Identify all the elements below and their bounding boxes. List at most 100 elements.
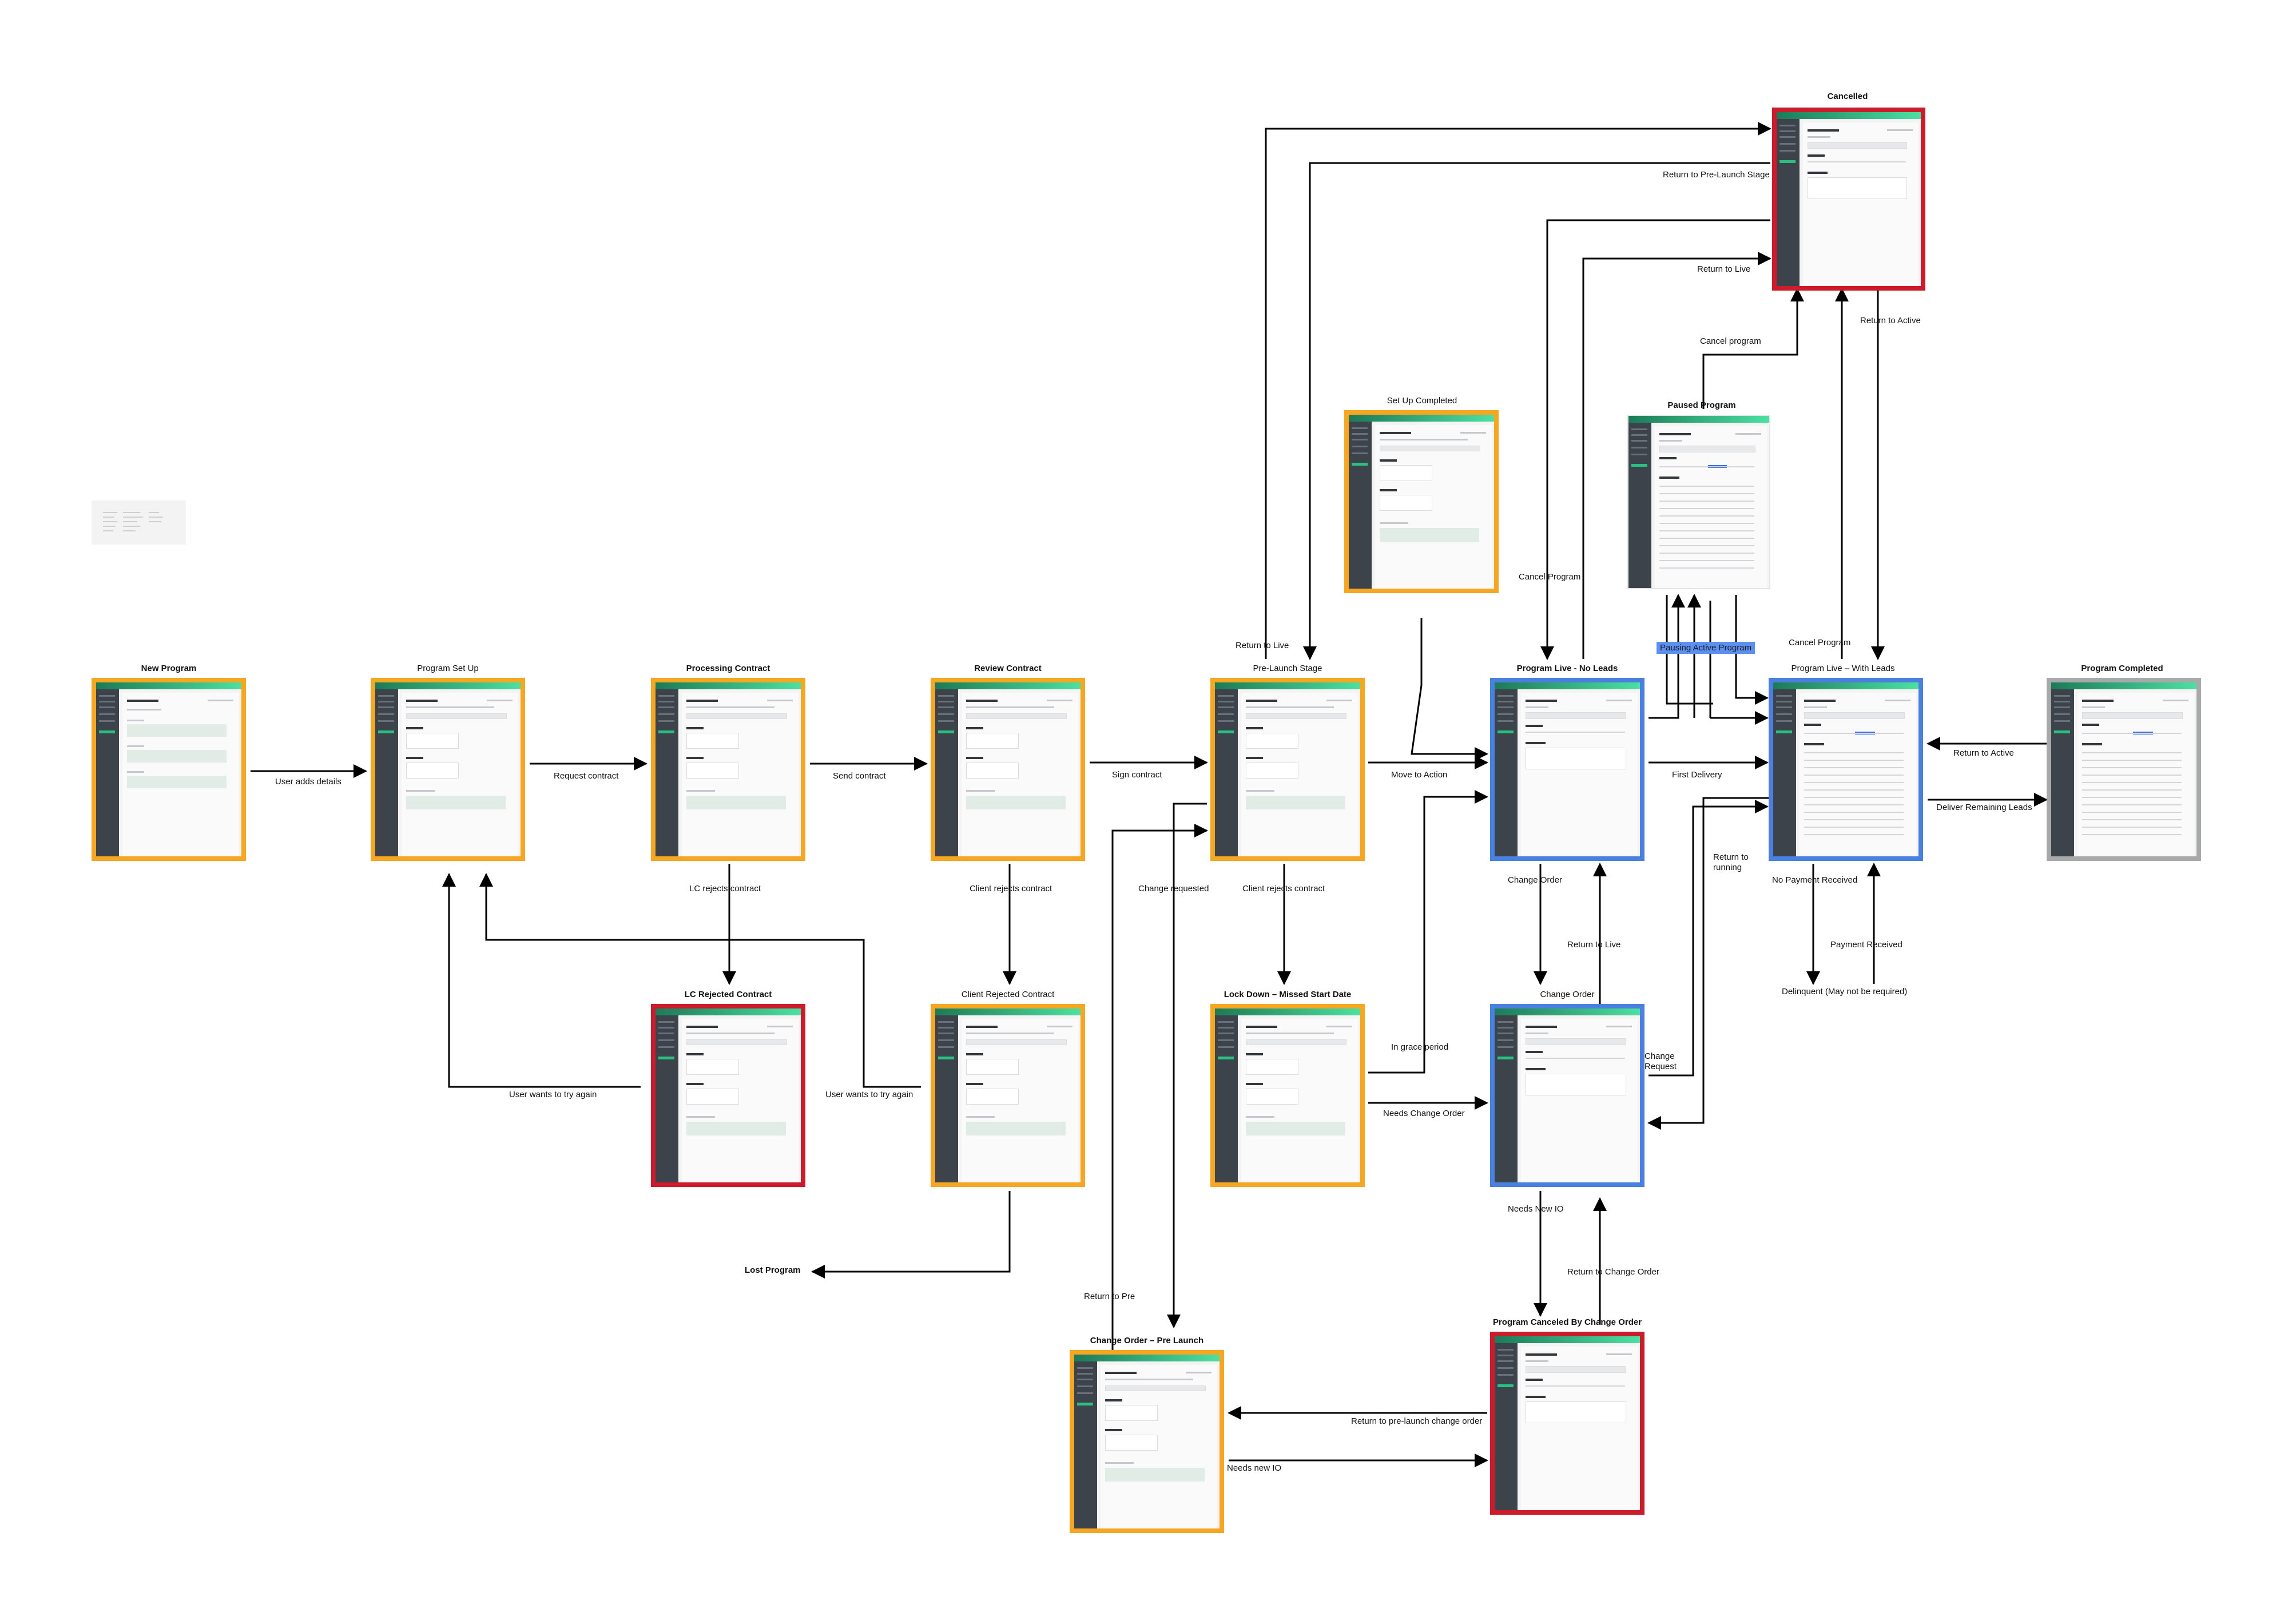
app-content-panel <box>682 1019 799 1182</box>
screen-cancelled[interactable] <box>1772 108 1925 291</box>
edge-return-to-live-prelaunch <box>1265 122 1771 659</box>
app-sidebar <box>2051 689 2074 856</box>
app-content-panel <box>402 693 518 856</box>
app-header-bar <box>1495 682 1640 689</box>
app-sidebar <box>935 689 958 856</box>
edge-label: Return to pre-launch change order <box>1351 1416 1483 1426</box>
app-sidebar <box>656 689 678 856</box>
edge-label: Delinquent (May not be required) <box>1782 987 1908 996</box>
node-title: Program Live - No Leads <box>1516 664 1618 673</box>
edge-label: Needs New IO <box>1508 1204 1564 1214</box>
edge-label: Return to Pre <box>1084 1292 1135 1301</box>
edge-label: Change requested <box>1138 884 1209 894</box>
edge-label: Return to Live <box>1236 641 1289 650</box>
screen-set-up-completed[interactable] <box>1344 410 1499 593</box>
edge-change-request <box>1647 797 1782 1130</box>
app-content-panel <box>1521 1347 1638 1510</box>
app-content-panel <box>2078 693 2194 856</box>
app-sidebar <box>1215 1015 1238 1182</box>
edge-label: Sign contract <box>1112 770 1162 780</box>
screen-program-live-with-leads[interactable] <box>1769 678 1923 861</box>
edge-label: Needs Change Order <box>1383 1109 1465 1118</box>
app-content-panel <box>1375 425 1492 589</box>
app-sidebar <box>1495 1343 1518 1510</box>
app-header-bar <box>2051 682 2196 689</box>
app-header-bar <box>1495 1336 1640 1343</box>
app-header-bar <box>1215 1008 1360 1015</box>
screen-pre-launch-stage[interactable] <box>1210 678 1365 861</box>
app-content-panel <box>1241 693 1358 856</box>
edge-user-wants-to-try-again-client <box>479 873 921 1088</box>
edge-label: Client rejects contract <box>1242 884 1325 894</box>
edge-label: Cancel Program <box>1789 638 1851 648</box>
app-header-bar <box>1777 112 1921 119</box>
screen-new-program[interactable] <box>92 678 246 861</box>
app-header-bar <box>656 682 801 689</box>
edge-label: Client rejects contract <box>970 884 1052 894</box>
screen-processing-contract[interactable] <box>651 678 805 861</box>
app-content-panel <box>1521 1019 1638 1182</box>
app-content-panel <box>682 693 799 856</box>
edge-return-to-running <box>1649 800 1769 1077</box>
app-sidebar <box>1215 689 1238 856</box>
app-content-panel <box>1101 1365 1217 1528</box>
edge-label: Payment Received <box>1830 940 1902 950</box>
screen-lock-down[interactable] <box>1210 1004 1365 1187</box>
node-title: Paused Program <box>1667 400 1736 410</box>
app-content-panel <box>1803 122 1918 286</box>
screen-program-canceled-by-change-order[interactable] <box>1490 1332 1644 1515</box>
edge-label: Move to Action <box>1391 770 1448 780</box>
screen-review-contract[interactable] <box>931 678 1085 861</box>
node-title: Program Live – With Leads <box>1791 664 1895 673</box>
node-title: Program Completed <box>2081 664 2163 673</box>
app-sidebar <box>935 1015 958 1182</box>
app-sidebar <box>96 689 119 856</box>
app-sidebar <box>1495 1015 1518 1182</box>
screen-paused-program[interactable] <box>1627 415 1770 589</box>
app-content-panel <box>122 693 239 856</box>
edge-label: LC rejects contract <box>689 884 761 894</box>
edge-pause-1 <box>1649 594 1685 719</box>
edge-label: User wants to try again <box>509 1090 597 1099</box>
app-content-panel <box>962 693 1078 856</box>
edge-label: Return to Live <box>1697 264 1751 274</box>
app-content-panel <box>1241 1019 1358 1182</box>
app-sidebar <box>1628 423 1651 588</box>
edge-in-grace-period <box>1368 790 1488 1074</box>
node-title: Pre-Launch Stage <box>1253 664 1322 673</box>
edge-label: No Payment Received <box>1772 875 1858 885</box>
app-header-bar <box>1215 682 1360 689</box>
screen-program-set-up[interactable] <box>371 678 525 861</box>
screen-change-order-pre-launch[interactable] <box>1070 1350 1224 1533</box>
edge-return-to-pre <box>1111 824 1208 1367</box>
edge-return-to-pre-launch-stage <box>1303 162 1770 660</box>
node-title: Change Order – Pre Launch <box>1090 1336 1204 1345</box>
screen-program-completed[interactable] <box>2047 678 2201 861</box>
screen-client-rejected-contract[interactable] <box>931 1004 1085 1187</box>
node-title: Program Set Up <box>417 664 479 673</box>
app-header-bar <box>1628 416 1769 423</box>
app-content-panel <box>1655 426 1767 588</box>
app-sidebar <box>1349 422 1372 589</box>
app-sidebar <box>1773 689 1796 856</box>
edge-pause-5 <box>1735 595 1769 705</box>
screen-lc-rejected-contract[interactable] <box>651 1004 805 1187</box>
legend-card <box>92 501 186 545</box>
app-header-bar <box>375 682 521 689</box>
app-header-bar <box>1349 415 1494 422</box>
edge-label: Change Request <box>1644 1051 1677 1071</box>
edge-lost-program <box>811 1191 1011 1278</box>
node-title: Change Order <box>1540 990 1595 999</box>
app-header-bar <box>96 682 241 689</box>
edge-label: Request contract <box>554 771 619 781</box>
app-content-panel <box>962 1019 1078 1182</box>
screen-program-live-no-leads[interactable] <box>1490 678 1644 861</box>
edge-label: Return to Live <box>1567 940 1621 950</box>
edge-pause-6 <box>1666 595 1713 705</box>
node-title: Set Up Completed <box>1387 396 1457 406</box>
edge-label: Return to Change Order <box>1567 1267 1659 1277</box>
screen-change-order[interactable] <box>1490 1004 1644 1187</box>
pausing-active-program-badge: Pausing Active Program <box>1657 642 1755 654</box>
edge-label: Needs new IO <box>1227 1463 1282 1473</box>
